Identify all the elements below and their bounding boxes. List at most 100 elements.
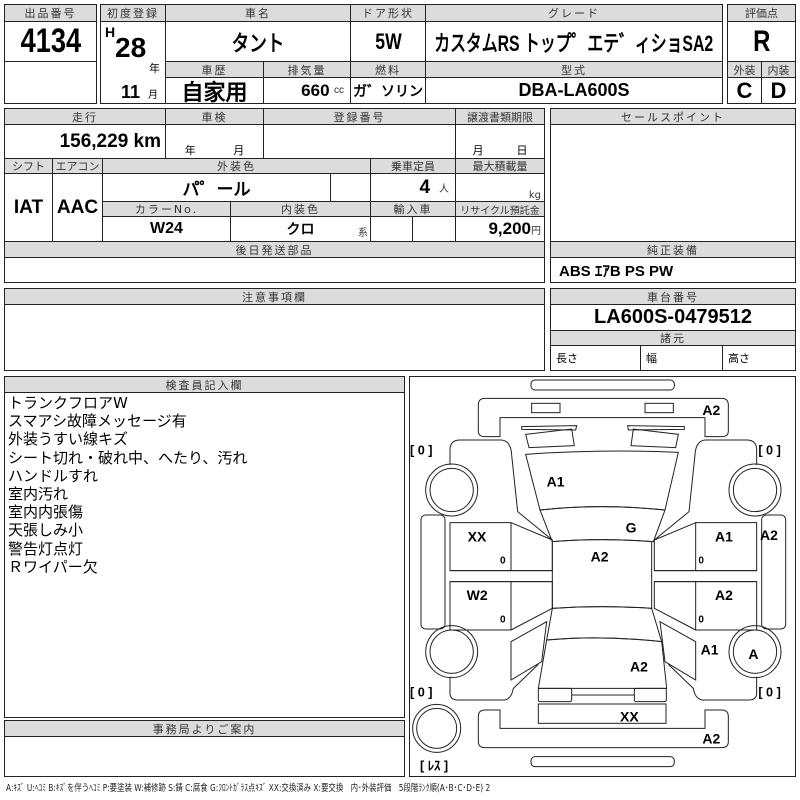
color-no-value: W24 [102, 216, 231, 242]
transfer-value: 月日 [455, 124, 545, 159]
import-cell-2 [412, 216, 456, 242]
score-value: R [727, 21, 796, 62]
car-damage-diagram: [ 0 ] [ 0 ] [ 0 ] [ 0 ] [ ﾚｽ ] A2 A1 G A… [410, 379, 787, 773]
door-value: 5W [350, 21, 426, 62]
headlights [525, 428, 679, 449]
inspector-note: スマアシ故障メッセージ有 [8, 412, 187, 431]
lot-label: 出品番号 [4, 4, 97, 22]
mark-right-side: A2 [760, 527, 778, 543]
inspector-note: シート切れ・破れ中、へたり、汚れ [8, 448, 248, 467]
first-reg-label: 初度登録 [100, 4, 166, 22]
fuel-label: 燃料 [350, 61, 426, 78]
damage-diagram-box [409, 376, 796, 777]
mark-right-front-door: A1 [715, 529, 733, 545]
trunk [537, 637, 668, 689]
mileage-value: 156,229 km [4, 124, 166, 159]
tire-fr-tread: [ 0 ] [758, 443, 781, 457]
int-color-value: クロ系 [230, 216, 371, 242]
capacity-label: 乗車定員 [370, 158, 456, 174]
import-cell-1 [370, 216, 413, 242]
mark-right-rear-quarter: A1 [701, 641, 719, 657]
ac-value: AAC [52, 173, 103, 242]
grille [521, 425, 685, 431]
ext-color-label: 外装色 [102, 158, 371, 174]
capacity-value: 4 人 [370, 173, 456, 202]
max-load-value: kg [455, 173, 545, 202]
model-value: DBA-LA600S [425, 77, 723, 104]
displacement-value: 660 cc [263, 77, 351, 104]
sales-point-value [550, 124, 796, 242]
spec-width: 幅 [640, 345, 723, 371]
rear-window [546, 606, 663, 643]
caution-value [4, 304, 545, 371]
equipment-label: 純正装備 [550, 241, 796, 258]
mark-front-bumper: A2 [702, 402, 720, 418]
fog-left [531, 402, 561, 414]
int-color-label: 内装色 [230, 201, 371, 217]
interior-label: 内装 [761, 61, 796, 78]
grade-label: グレード [425, 4, 723, 22]
front-bumper [477, 397, 729, 438]
exterior-label: 外装 [727, 61, 762, 78]
color-no-label: カラーNo. [102, 201, 231, 217]
lot-empty [4, 61, 97, 104]
inspector-note: ハンドルすれ [8, 466, 99, 485]
mileage-label: 走行 [4, 108, 166, 125]
office-value [4, 736, 405, 777]
inspector-box [4, 392, 405, 718]
mark-roof: A2 [591, 549, 609, 565]
import-label: 輸入車 [370, 201, 456, 217]
mark-rear-bumper: A2 [702, 730, 720, 746]
door-label: ドア形状 [350, 4, 426, 22]
ext-color-value: パ゜ール [102, 173, 331, 202]
max-load-label: 最大積載量 [455, 158, 545, 174]
exterior-grade: C [727, 77, 762, 104]
mark-rear-panel: XX [620, 709, 639, 725]
inspector-note: トランクフロアW [8, 394, 128, 412]
specs-label: 諸元 [550, 330, 796, 346]
tire-fl-tread: [ 0 ] [410, 443, 433, 457]
tire-rl-tread: [ 0 ] [410, 686, 433, 700]
car-name-label: 車名 [165, 4, 351, 22]
legend-text: A:ｷｽﾞ U:ﾍｺﾐ B:ｷｽﾞを伴うﾍｺﾐ P:要塗装 W:補修跡 S:錆 … [6, 783, 491, 794]
fog-right [644, 402, 674, 414]
transfer-label: 譲渡書類期限 [455, 108, 545, 125]
mark-trunk: A2 [630, 659, 648, 675]
spec-height: 高さ [722, 345, 796, 371]
equipment-value: ABS ｴｱB PS PW [550, 257, 796, 283]
score-label: 評価点 [727, 4, 796, 22]
mark-right-rear-wheel: A [748, 646, 758, 662]
shift-label: シフト [4, 158, 53, 174]
mark-right-rear-door-sub: 0 [698, 614, 704, 625]
ac-label: エアコン [52, 158, 103, 174]
mark-left-rear-door-sub: 0 [500, 614, 506, 625]
windshield [539, 506, 666, 543]
car-name-value: タント [165, 21, 351, 62]
interior-grade: D [761, 77, 796, 104]
history-label: 車歴 [165, 61, 264, 78]
recycle-label: リサイクル預託金 [455, 201, 545, 217]
inspection-label: 車検 [165, 108, 264, 125]
mark-left-front-door-sub: 0 [500, 555, 506, 566]
lot-number: 4134 [4, 21, 97, 62]
reg-no-label: 登録番号 [263, 108, 456, 125]
inspection-value: 年月 [165, 124, 264, 159]
spare-tire-label: [ ﾚｽ ] [420, 759, 448, 773]
chassis-value: LA600S-0479512 [550, 304, 796, 331]
office-label: 事務局よりご案内 [4, 720, 405, 737]
grade-value: カスタムRS トップ゜エテ゛ィショSA2 [425, 21, 723, 62]
first-reg-value: H 28 年 11 月 [100, 21, 166, 104]
model-label: 型式 [425, 61, 723, 78]
rear-panel [537, 703, 667, 724]
history-value: 自家用 [165, 77, 264, 104]
mark-windshield: G [626, 519, 637, 535]
shift-value: IAT [4, 173, 53, 242]
inspector-label: 検査員記入欄 [4, 376, 405, 393]
inspector-note: 天張しみ小 [8, 521, 84, 540]
inspector-note: 室内汚れ [8, 485, 69, 504]
tire-rr-tread: [ 0 ] [758, 686, 781, 700]
sales-point-label: セールスポイント [550, 108, 796, 125]
rear-bar [530, 756, 675, 768]
